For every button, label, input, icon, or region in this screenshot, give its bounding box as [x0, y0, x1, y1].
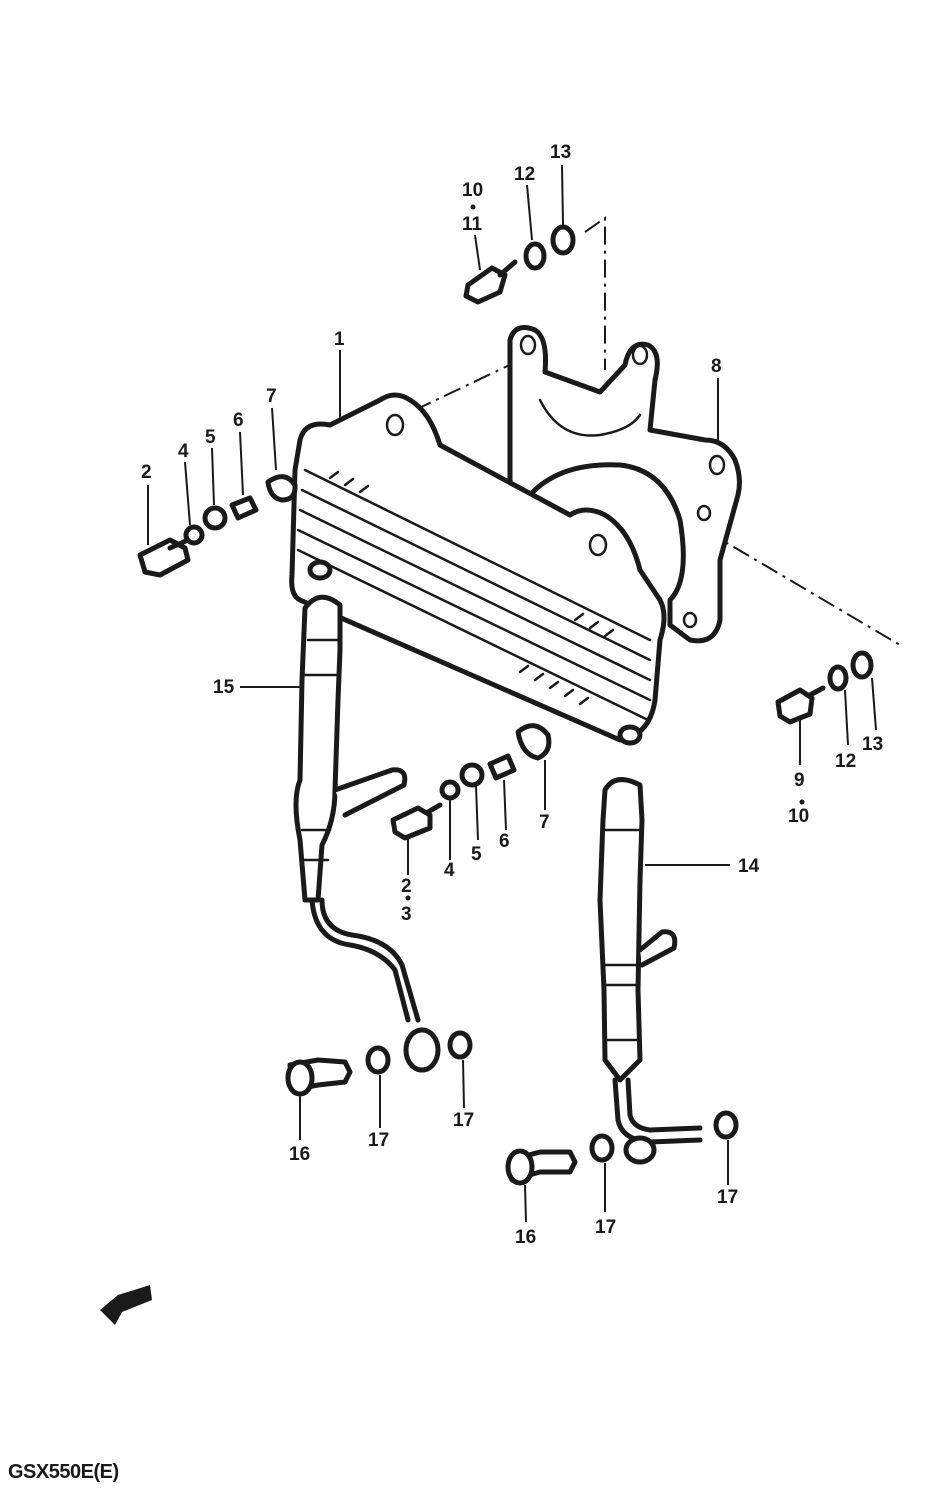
- oil-hose-right: [597, 777, 703, 1165]
- assembly-lines: [414, 216, 901, 646]
- oil-hose-left: [293, 594, 441, 1073]
- callout-11: 11: [462, 214, 483, 235]
- callout-2: 2: [141, 462, 152, 483]
- callout-7: 7: [539, 812, 550, 833]
- banjo-fasteners: [285, 1030, 739, 1186]
- callout-1: 1: [334, 329, 345, 350]
- fastener-stack-left: [137, 474, 298, 578]
- front-arrow-icon: [100, 1285, 152, 1325]
- fastener-stack-top: [463, 224, 576, 305]
- callout-13: 13: [862, 734, 883, 755]
- fastener-stack-right: [775, 650, 874, 725]
- callout-labels: 1 2 4 5 6 7 8 10 11 12 13 15 9 10 12 13 …: [141, 142, 883, 1248]
- callout-5: 5: [471, 844, 482, 865]
- callout-12: 12: [835, 751, 856, 772]
- callout-15: 15: [213, 677, 235, 698]
- callout-17: 17: [368, 1130, 389, 1151]
- callout-10: 10: [788, 806, 809, 827]
- callout-4: 4: [444, 860, 455, 881]
- model-code: GSX550E(E): [8, 1461, 119, 1483]
- callout-16: 16: [515, 1227, 536, 1248]
- callout-12: 12: [514, 164, 535, 185]
- callout-4: 4: [178, 441, 189, 462]
- callout-9: 9: [794, 770, 805, 791]
- callout-2: 2: [401, 876, 412, 897]
- callout-10: 10: [462, 180, 483, 201]
- callout-17: 17: [595, 1217, 616, 1238]
- fastener-stack-middle: [390, 723, 552, 841]
- callout-17: 17: [453, 1110, 474, 1131]
- separator-dots: [405, 204, 805, 901]
- callout-16: 16: [289, 1144, 310, 1165]
- callout-3: 3: [401, 904, 412, 925]
- callout-14: 14: [738, 856, 760, 877]
- callout-13: 13: [550, 142, 571, 163]
- callout-8: 8: [711, 356, 722, 377]
- leader-lines: [147, 164, 877, 1223]
- callout-6: 6: [233, 410, 244, 431]
- callout-6: 6: [499, 831, 510, 852]
- callout-5: 5: [205, 427, 216, 448]
- callout-17: 17: [717, 1187, 738, 1208]
- mounting-bracket: [507, 325, 742, 644]
- oil-cooler: [289, 392, 667, 746]
- callout-7: 7: [266, 386, 277, 407]
